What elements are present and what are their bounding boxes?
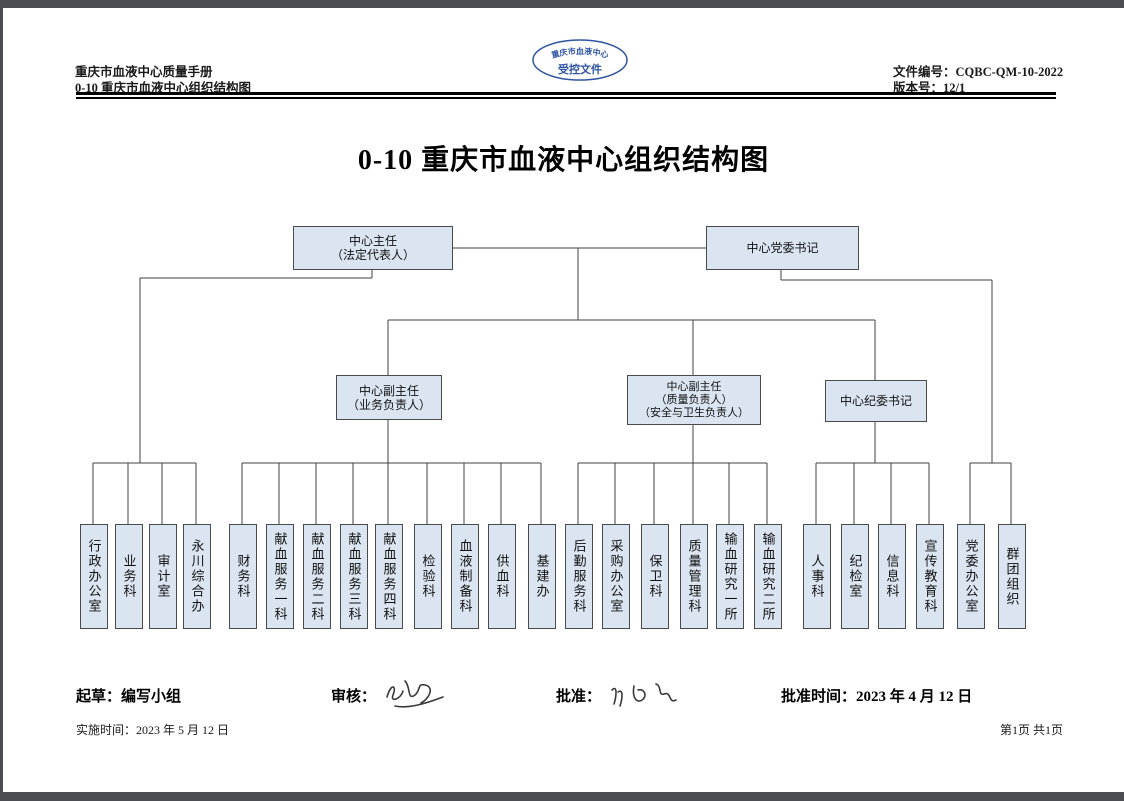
dept-box: 群团组织 xyxy=(998,524,1026,629)
controlled-document-stamp: 重庆市血液中心 受控文件 xyxy=(530,36,630,84)
dept-box: 质量管理科 xyxy=(680,524,708,629)
review-field: 审核： xyxy=(331,689,377,705)
svg-text:重庆市血液中心: 重庆市血液中心 xyxy=(550,46,610,60)
org-box-deputy-quality: 中心副主任 （质量负责人） （安全与卫生负责人） xyxy=(627,375,761,425)
approve-field: 批准： xyxy=(556,689,602,705)
doc-subtitle: 0-10 重庆市血液中心组织结构图 xyxy=(75,81,252,95)
dept-box: 血液制备科 xyxy=(451,524,479,629)
version-label: 版本号： xyxy=(893,81,944,95)
header-double-rule xyxy=(76,92,1056,99)
dept-box: 献血服务三科 xyxy=(340,524,368,629)
implement-time-field: 实施时间：2023 年 5 月 12 日 xyxy=(76,723,230,737)
header-right-block: 文件编号：CQBC-QM-10-2022 版本号：12/1 xyxy=(893,64,1063,96)
dept-box: 后勤服务科 xyxy=(565,524,593,629)
dept-box: 采购办公室 xyxy=(602,524,630,629)
dept-box: 财务科 xyxy=(229,524,257,629)
dept-box: 信息科 xyxy=(878,524,906,629)
page-number: 第1页 共1页 xyxy=(999,723,1063,737)
stamp-org-text: 重庆市血液中心 xyxy=(550,46,610,60)
approve-signature xyxy=(611,683,677,707)
dept-box: 献血服务一科 xyxy=(266,524,294,629)
stamp-label: 受控文件 xyxy=(558,62,602,76)
dept-box: 宣传教育科 xyxy=(916,524,944,629)
review-signature xyxy=(386,680,444,708)
org-box-party-secretary: 中心党委书记 xyxy=(706,226,859,270)
dept-box: 基建办 xyxy=(528,524,556,629)
manual-title: 重庆市血液中心质量手册 xyxy=(75,65,213,79)
doc-number-label: 文件编号： xyxy=(893,65,956,79)
dept-box: 输血研究二所 xyxy=(754,524,782,629)
page-title: 0-10 重庆市血液中心组织结构图 xyxy=(357,145,770,176)
org-chart-connectors xyxy=(92,247,1012,524)
approve-time-field: 批准时间：2023 年 4 月 12 日 xyxy=(781,689,973,705)
implement-time-value: 2023 年 5 月 12 日 xyxy=(136,723,230,737)
dept-box: 党委办公室 xyxy=(957,524,985,629)
dept-box: 献血服务二科 xyxy=(303,524,331,629)
dept-box: 输血研究一所 xyxy=(716,524,744,629)
dept-box: 行政办公室 xyxy=(80,524,108,629)
dept-box: 纪检室 xyxy=(841,524,869,629)
dept-box: 人事科 xyxy=(803,524,831,629)
dept-box: 永川综合办 xyxy=(183,524,211,629)
dept-box: 献血服务四科 xyxy=(375,524,403,629)
dept-box: 审计室 xyxy=(149,524,177,629)
doc-number: CQBC-QM-10-2022 xyxy=(955,65,1064,79)
approve-time-value: 2023 年 4 月 12 日 xyxy=(856,689,973,705)
org-box-discipline-secretary: 中心纪委书记 xyxy=(825,380,927,422)
document-page: 重庆市血液中心质量手册 0-10 重庆市血液中心组织结构图 重庆市血液中心 受控… xyxy=(3,8,1124,792)
version-value: 12/1 xyxy=(943,81,966,95)
dept-box: 供血科 xyxy=(488,524,516,629)
dept-box: 检验科 xyxy=(414,524,442,629)
org-box-deputy-business: 中心副主任 （业务负责人） xyxy=(336,375,442,420)
dept-box: 业务科 xyxy=(115,524,143,629)
header-left-block: 重庆市血液中心质量手册 0-10 重庆市血液中心组织结构图 xyxy=(75,64,251,96)
draft-field: 起草：编写小组 xyxy=(76,689,182,705)
dept-box: 保卫科 xyxy=(641,524,669,629)
draft-value: 编写小组 xyxy=(121,689,182,705)
org-box-director: 中心主任 （法定代表人） xyxy=(293,226,453,270)
